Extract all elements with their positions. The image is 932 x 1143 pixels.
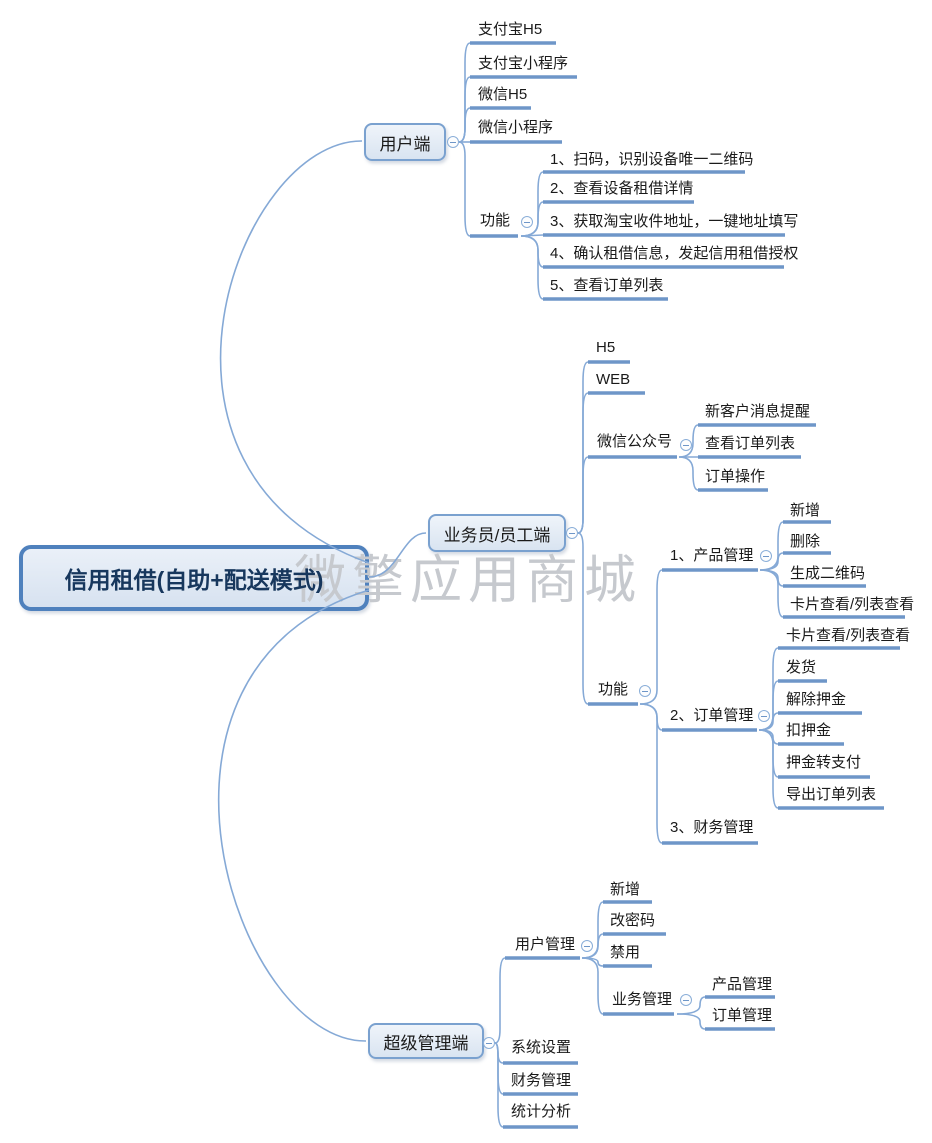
branch-connector (520, 235, 544, 300)
root-connector-bottom (218, 589, 370, 1042)
branch-connector (759, 569, 784, 618)
branch-connector (581, 957, 604, 967)
collapse-admin-icon[interactable] (483, 1037, 495, 1049)
node-order-card-list-view[interactable]: 卡片查看/列表查看 (786, 627, 911, 644)
collapse-staff-functions-icon[interactable] (639, 685, 651, 697)
branch-connector (577, 392, 589, 534)
root-node[interactable]: 信用租借(自助+配送模式) (64, 567, 324, 593)
collapse-user-end-icon[interactable] (447, 136, 459, 148)
node-product-card-list-view[interactable]: 卡片查看/列表查看 (790, 596, 915, 613)
branch-connector (676, 1013, 706, 1030)
collapse-user-management-icon[interactable] (581, 940, 593, 952)
collapse-business-management-icon[interactable] (680, 994, 692, 1006)
node-product-delete[interactable]: 删除 (790, 533, 821, 550)
node-system-settings[interactable]: 系统设置 (511, 1039, 572, 1056)
node-product-management[interactable]: 1、产品管理 (670, 547, 754, 564)
branch-connector (758, 680, 779, 731)
node-alipay-h5[interactable]: 支付宝H5 (478, 21, 543, 38)
node-biz-order-management[interactable]: 订单管理 (712, 1007, 773, 1024)
node-release-deposit[interactable]: 解除押金 (786, 691, 847, 708)
branch-node-user-end[interactable]: 用户端 (379, 134, 431, 154)
branch-connector (458, 107, 471, 143)
node-user-management[interactable]: 用户管理 (515, 936, 576, 953)
branch-connector (458, 42, 471, 143)
node-export-order-list[interactable]: 导出订单列表 (786, 786, 877, 803)
node-deduct-deposit[interactable]: 扣押金 (786, 722, 832, 739)
node-admin-finance[interactable]: 财务管理 (511, 1072, 572, 1089)
branch-connector (494, 1042, 504, 1128)
node-h5[interactable]: H5 (596, 339, 616, 356)
root-connector-top (219, 140, 370, 564)
branch-connector (758, 729, 779, 778)
branch-connector (678, 456, 699, 491)
node-order-management[interactable]: 2、订单管理 (670, 707, 754, 724)
node-change-password[interactable]: 改密码 (610, 912, 656, 929)
node-wechat-miniprogram[interactable]: 微信小程序 (478, 119, 554, 136)
node-deposit-to-payment[interactable]: 押金转支付 (786, 754, 862, 771)
branch-connector (581, 957, 604, 1015)
branch-connector (759, 569, 784, 587)
node-func-view-rental-detail[interactable]: 2、查看设备租借详情 (550, 180, 694, 197)
node-generate-qrcode[interactable]: 生成二维码 (790, 565, 866, 582)
branch-connector (494, 1042, 504, 1064)
branch-connector (494, 1042, 504, 1095)
node-order-ship[interactable]: 发货 (786, 659, 817, 676)
node-biz-product-management[interactable]: 产品管理 (712, 976, 773, 993)
branch-connector (758, 729, 779, 809)
node-disable-user[interactable]: 禁用 (610, 944, 641, 961)
node-product-add[interactable]: 新增 (790, 502, 821, 519)
branch-connector (520, 235, 544, 268)
node-func-scan-qrcode[interactable]: 1、扫码，识别设备唯一二维码 (550, 151, 754, 168)
collapse-user-functions-icon[interactable] (521, 216, 533, 228)
node-order-actions[interactable]: 订单操作 (705, 468, 766, 485)
branch-connector (577, 456, 589, 534)
branch-connector (458, 76, 471, 143)
branch-connector (759, 521, 784, 571)
collapse-staff-icon[interactable] (566, 527, 578, 539)
branch-connector (758, 729, 779, 745)
branch-node-staff[interactable]: 业务员/员工端 (443, 525, 551, 545)
collapse-wechat-official-icon[interactable] (680, 439, 692, 451)
branch-node-staff-bg[interactable] (428, 514, 566, 552)
branch-node-admin[interactable]: 超级管理端 (383, 1033, 469, 1053)
node-statistics-analysis[interactable]: 统计分析 (511, 1103, 572, 1120)
collapse-product-management-icon[interactable] (760, 550, 772, 562)
node-func-view-orders[interactable]: 5、查看订单列表 (550, 277, 664, 294)
node-view-order-list[interactable]: 查看订单列表 (705, 435, 796, 452)
node-finance-management[interactable]: 3、财务管理 (670, 819, 754, 836)
branch-connector (458, 141, 471, 237)
node-user-add[interactable]: 新增 (610, 881, 641, 898)
node-func-taobao-address[interactable]: 3、获取淘宝收件地址，一键地址填写 (550, 213, 799, 230)
node-business-management[interactable]: 业务管理 (612, 991, 673, 1008)
node-wechat-official-account[interactable]: 微信公众号 (597, 433, 673, 450)
node-alipay-miniprogram[interactable]: 支付宝小程序 (478, 55, 569, 72)
branch-connector (639, 703, 663, 844)
branch-connector (577, 361, 589, 534)
node-user-functions[interactable]: 功能 (480, 212, 511, 229)
branch-connector (520, 234, 544, 237)
node-func-confirm-authorize[interactable]: 4、确认租借信息，发起信用租借授权 (550, 245, 799, 262)
branch-connector (494, 957, 506, 1044)
node-staff-functions[interactable]: 功能 (598, 681, 629, 698)
node-wechat-h5[interactable]: 微信H5 (478, 86, 528, 103)
node-new-customer-notify[interactable]: 新客户消息提醒 (705, 403, 811, 420)
branch-connector (639, 569, 663, 705)
node-web[interactable]: WEB (596, 371, 631, 388)
branch-connector (639, 703, 663, 731)
collapse-order-management-icon[interactable] (758, 710, 770, 722)
